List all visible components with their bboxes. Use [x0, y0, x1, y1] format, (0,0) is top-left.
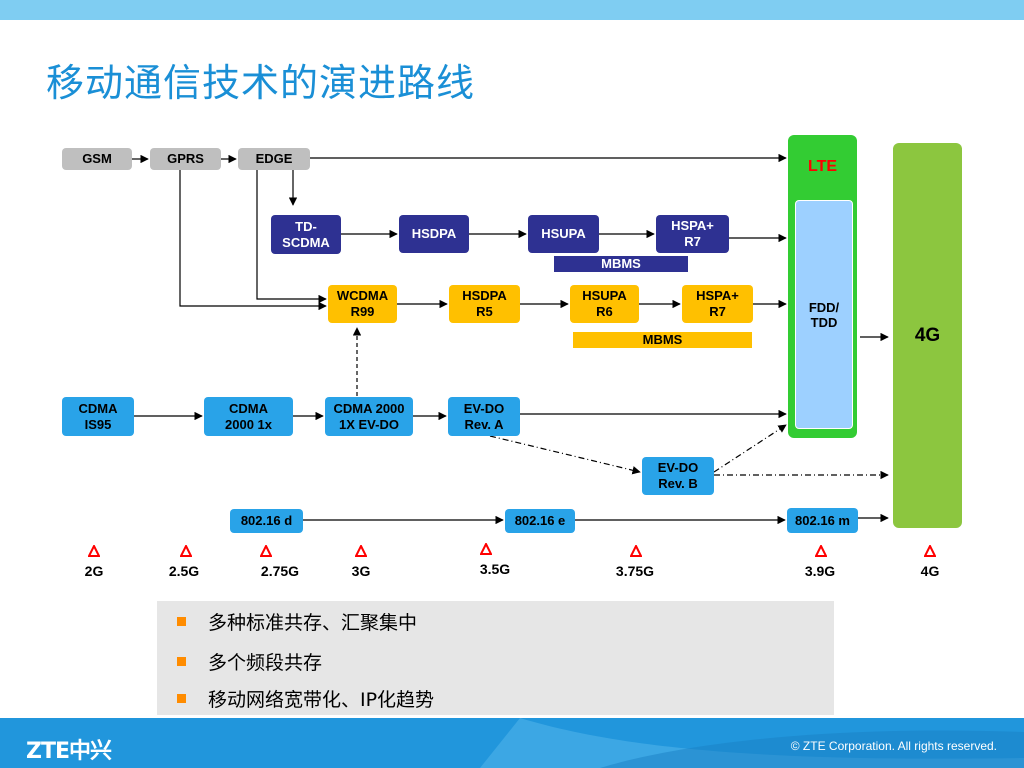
node-hsupa-r6: HSUPA R6 — [570, 285, 639, 323]
node-cdma-is95: CDMA IS95 — [62, 397, 134, 436]
bullet-text: 多种标准共存、汇聚集中 — [208, 612, 418, 634]
mbms-bar-td: MBMS — [554, 256, 688, 272]
arrow-revb-lte-dashdot — [713, 424, 787, 473]
triangle-marker-icon — [88, 545, 100, 557]
generation-label: 3.5G — [479, 561, 511, 577]
bullet-text: 多个频段共存 — [208, 652, 323, 674]
arrow-gprs-wcdma — [179, 170, 327, 311]
node-hsdpa-r5: HSDPA R5 — [449, 285, 520, 323]
lte-label: LTE — [807, 158, 838, 175]
generation-label: 2.75G — [260, 563, 300, 579]
bullet-marker — [177, 657, 186, 666]
node-td-scdma: TD- SCDMA — [271, 215, 341, 254]
triangle-marker-icon — [630, 545, 642, 557]
bullet-text: 移动网络宽带化、IP化趋势 — [208, 689, 435, 711]
node-gsm: GSM — [62, 148, 132, 170]
generation-label: 3.75G — [615, 563, 655, 579]
node-hsdpa-td: HSDPA — [399, 215, 469, 253]
bullet-item: 移动网络宽带化、IP化趋势 — [177, 685, 434, 712]
bullet-marker — [177, 694, 186, 703]
triangle-marker-icon — [480, 543, 492, 555]
summary-box: 多种标准共存、汇聚集中 多个频段共存 移动网络宽带化、IP化趋势 — [157, 601, 834, 715]
triangle-marker-icon — [180, 545, 192, 557]
generation-label: 2G — [84, 563, 104, 579]
zte-logo: ZTE中兴 — [26, 739, 112, 764]
node-evdo-rev-b: EV-DO Rev. B — [642, 457, 714, 495]
node-evdo-rev-a: EV-DO Rev. A — [448, 397, 520, 436]
footer-swoosh-decor — [480, 718, 1024, 768]
page-title: 移动通信技术的演进路线 — [46, 61, 476, 105]
arrow-reva-revb-dashdot — [489, 435, 641, 475]
node-hsupa-td: HSUPA — [528, 215, 599, 253]
fdd-tdd-box: FDD/ TDD — [795, 200, 853, 429]
node-80216e: 802.16 e — [505, 509, 575, 533]
node-80216d: 802.16 d — [230, 509, 303, 533]
node-80216m: 802.16 m — [787, 508, 858, 533]
node-edge: EDGE — [238, 148, 310, 170]
generation-label: 3G — [351, 563, 371, 579]
bullet-item: 多个频段共存 — [177, 648, 322, 675]
triangle-marker-icon — [815, 545, 827, 557]
generation-label: 4G — [920, 563, 940, 579]
bullet-item: 多种标准共存、汇聚集中 — [177, 608, 417, 635]
triangle-marker-icon — [260, 545, 272, 557]
triangle-marker-icon — [924, 545, 936, 557]
node-cdma2000-evdo: CDMA 2000 1X EV-DO — [325, 397, 413, 436]
node-cdma2000-1x: CDMA 2000 1x — [204, 397, 293, 436]
copyright-text: © ZTE Corporation. All rights reserved. — [790, 739, 997, 753]
top-decor-bar — [0, 0, 1024, 20]
4g-panel: 4G — [893, 143, 962, 528]
bullet-marker — [177, 617, 186, 626]
node-hspa-plus-td: HSPA+ R7 — [656, 215, 729, 253]
generation-label: 3.9G — [804, 563, 836, 579]
generation-label: 2.5G — [168, 563, 200, 579]
arrow-edge-wcdma — [256, 170, 327, 304]
mbms-bar-wcdma: MBMS — [573, 332, 752, 348]
footer-bar — [0, 718, 1024, 768]
triangle-marker-icon — [355, 545, 367, 557]
node-hspa-plus-r7: HSPA+ R7 — [682, 285, 753, 323]
node-gprs: GPRS — [150, 148, 221, 170]
node-wcdma: WCDMA R99 — [328, 285, 397, 323]
